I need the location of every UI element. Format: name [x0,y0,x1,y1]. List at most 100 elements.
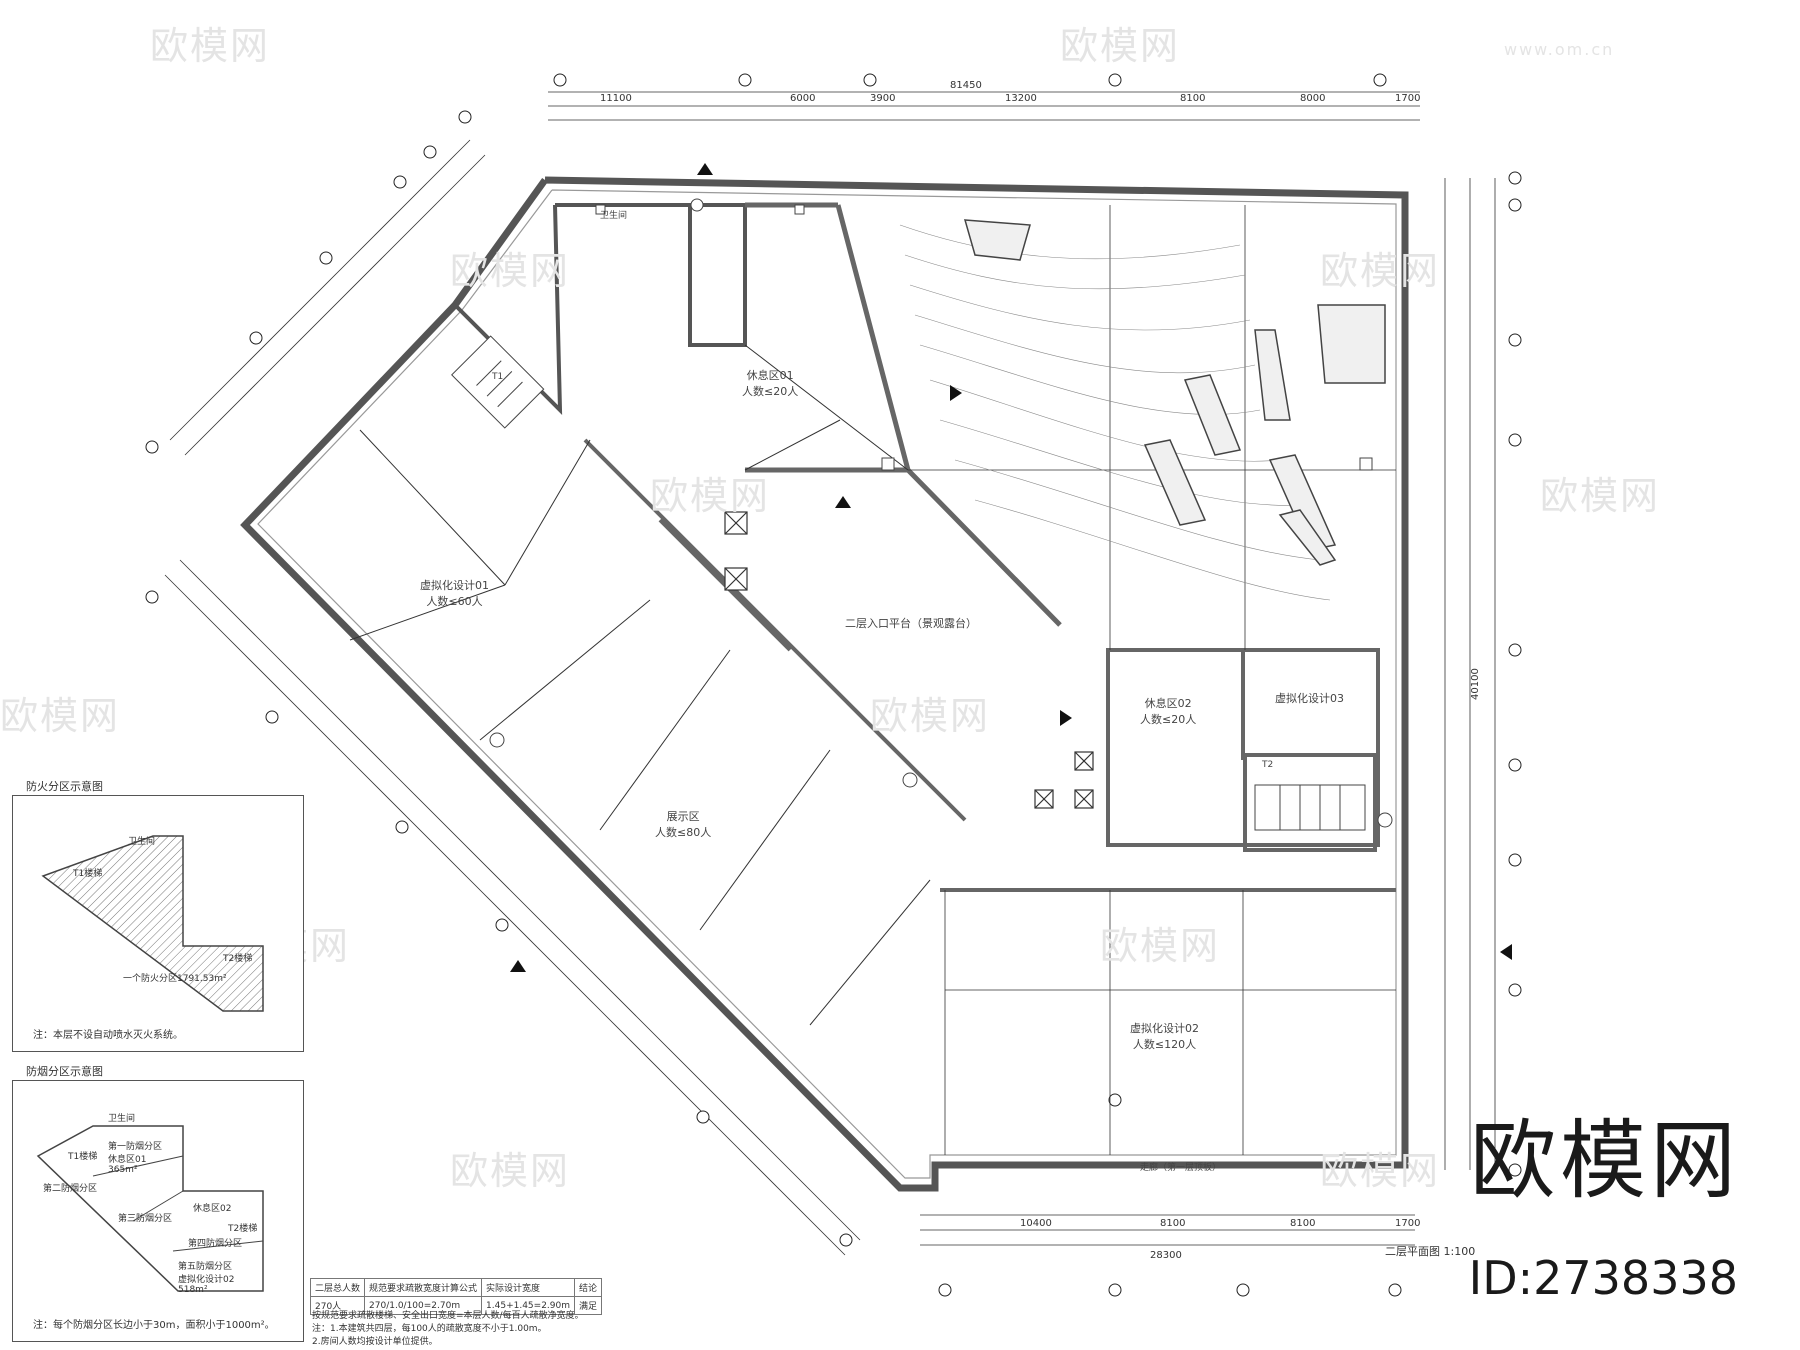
dim-top-1: 11100 [600,93,632,104]
egress-notes: 按规范要求疏散楼梯、安全出口宽度=本层人数/每百人疏散净宽度。 注：1.本建筑共… [312,1310,584,1349]
zone-area: 一个防火分区1791.53m² [123,974,227,984]
dim-top-4: 13200 [1005,93,1037,104]
room-capacity: 人数≤120人 [1132,1038,1197,1051]
skylight-openings [963,219,1386,566]
dim-top-5: 8100 [1180,93,1205,104]
room-name: 休息区01 [746,369,794,382]
zone-wc: 卫生间 [108,1114,136,1124]
room-rest-01: 休息区01 人数≤20人 [742,367,798,399]
table-cell: 1.45+1.45=2.90m [481,1296,575,1315]
room-capacity: 人数≤80人 [655,826,712,839]
columns [489,198,1393,828]
egress-note: 2.房间人数均按设计单位提供。 [312,1337,438,1347]
wc-label: 卫生间 [600,211,628,221]
table-header: 结论 [573,1278,603,1297]
egress-note: 按规范要求疏散楼梯、安全出口宽度=本层人数/每百人疏散净宽度。 [312,1311,584,1321]
watermark: 欧模网 [450,1149,571,1193]
legend-note: 注：每个防烟分区长边小于30m，面积小于1000m²。 [33,1320,275,1331]
right-dimension-text: 40100 [1470,668,1481,700]
dim-bottom-total: 28300 [1150,1250,1182,1261]
diagonal-axis-markers [145,110,853,1247]
bottom-axis-markers [938,1283,1402,1297]
legend-note: 注：本层不设自动喷水灭火系统。 [33,1030,183,1041]
section-arrows [510,163,1512,972]
table-row: 270人 270/1.0/100=2.70m 1.45+1.45=2.90m 满… [309,1296,603,1315]
egress-table: 二层总人数 规范要求疏散宽度计算公式 实际设计宽度 结论 270人 270/1.… [309,1278,603,1315]
zone-2: 第二防烟分区 [43,1184,98,1194]
watermark: 欧模网 [450,249,571,293]
room-virtual-02: 虚拟化设计02 人数≤120人 [1130,1020,1199,1052]
zone-t2: T2楼梯 [223,954,253,964]
legend-title: 防火分区示意图 [23,778,106,794]
elevator-shafts [724,511,1094,809]
dim-bottom-1: 10400 [1020,1218,1052,1229]
table-cell: 270人 [309,1296,366,1315]
right-rooms [940,648,1396,892]
bottom-dimension-text: 10400 8100 8100 1700 28300 [1020,1218,1420,1261]
table-cell: 270/1.0/100=2.70m [364,1296,483,1315]
drawing-caption: 二层平面图 1:100 [1385,1245,1476,1258]
dim-top-2: 6000 [790,93,815,104]
dim-top-6: 8000 [1300,93,1325,104]
top-axis-markers [553,73,1387,1107]
legend-title: 防烟分区示意图 [23,1063,106,1079]
watermark: 欧模网 [1540,474,1661,518]
room-rest-02: 休息区02 人数≤20人 [1140,695,1196,727]
zone-t2: T2楼梯 [228,1224,258,1234]
table-header: 规范要求疏散宽度计算公式 [364,1278,483,1297]
atrium-wall [745,202,1062,627]
dim-bottom-4: 1700 [1395,1218,1420,1229]
watermark: 欧模网 [1100,924,1221,968]
top-dimension-text: 11100 6000 3900 13200 8100 8000 1700 814… [600,80,1420,104]
diagonal-dimension-lines [164,139,861,1256]
room-name: 走廊（第一层顶板） [1140,1163,1222,1173]
watermark: 欧模网 [650,474,771,518]
table-header: 实际设计宽度 [481,1278,575,1297]
room-capacity: 人数≤20人 [1140,713,1197,726]
room-name: 休息区02 [1144,697,1192,710]
watermark: 欧模网 [1320,1149,1441,1193]
building-outline-inner [257,189,1397,1179]
brand-logo-watermark: 欧模网 [1470,1111,1740,1211]
dim-right-total: 40100 [1470,668,1481,700]
room-platform: 二层入口平台（景观露台） [845,615,977,631]
watermark: 欧模网 [870,694,991,738]
stair-t2-label: T2 [1262,760,1274,770]
fire-compartment-legend: 防火分区示意图 卫生间 T1楼梯 T2楼梯 一个防火分区1791.53m² 注：… [12,778,304,1052]
fire-compartment-diagram [41,835,264,1012]
dim-top-7: 1700 [1395,93,1420,104]
watermark: 欧模网 [0,694,121,738]
dim-top-total: 81450 [950,80,982,91]
model-id-label: ID:2738338 [1468,1251,1738,1305]
watermark: 欧模网 [1060,24,1181,68]
dim-bottom-3: 8100 [1290,1218,1315,1229]
table-cell: 满足 [573,1296,603,1315]
room-dividers [349,344,931,1026]
zone-rest2: 休息区02 [193,1204,232,1214]
room-name: 二层入口平台（景观露台） [845,617,977,630]
room-capacity: 人数≤60人 [426,595,483,608]
room-name: 虚拟化设计01 [420,579,489,592]
right-axis-markers [1508,171,1522,1177]
room-name: 展示区 [666,810,700,823]
room-exhibit: 展示区 人数≤80人 [655,808,711,840]
room-virtual-03: 虚拟化设计03 [1275,690,1344,706]
zone-t1: T1楼梯 [73,869,103,879]
table-header-row: 二层总人数 规范要求疏散宽度计算公式 实际设计宽度 结论 [309,1278,603,1297]
stair-t1 [451,335,545,429]
dim-top-3: 3900 [870,93,895,104]
stair-t2 [1254,784,1366,831]
room-capacity: 人数≤20人 [742,385,799,398]
watermark: 欧模网 [150,24,271,68]
stair-t1-label: T1 [492,372,504,382]
top-dimension-lines [548,91,1420,121]
egress-note: 注：1.本建筑共四层，每100人的疏散宽度不小于1.00m。 [312,1324,547,1334]
building-outline [240,176,1409,1192]
watermark: www.om.cn [1504,40,1615,59]
zone-wc: 卫生间 [128,837,156,847]
dim-bottom-2: 8100 [1160,1218,1185,1229]
